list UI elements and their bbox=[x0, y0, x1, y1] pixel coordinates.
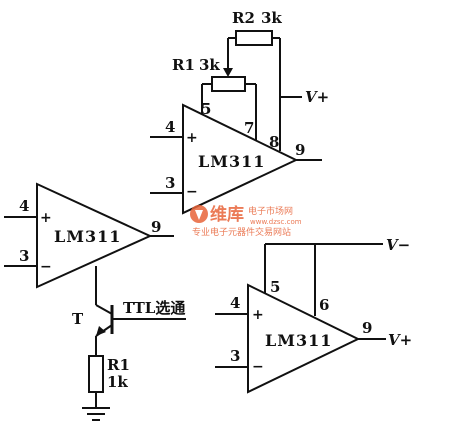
r1-bottom-body bbox=[88, 355, 104, 393]
amp-right-pin-6: 6 bbox=[319, 296, 329, 314]
r1-top-body bbox=[211, 76, 246, 92]
watermark-logo: 维库 电子市场网 www.dzsc.com 专业电子元器件交易网站 bbox=[190, 204, 302, 238]
r1-bottom-value: 1k bbox=[107, 373, 128, 391]
watermark-slogan: 专业电子元器件交易网站 bbox=[192, 226, 291, 238]
amp-right-pin-out: 9 bbox=[362, 319, 372, 337]
amp-right: + − LM311 4 3 5 6 9 bbox=[215, 243, 386, 394]
transistor-label: T bbox=[72, 310, 84, 328]
watermark-url: www.dzsc.com bbox=[250, 218, 302, 226]
amp-top-plus-sign: + bbox=[186, 130, 198, 146]
transistor-collector bbox=[95, 304, 113, 315]
amp-top-triangle bbox=[182, 103, 299, 215]
transistor-t: T bbox=[72, 266, 186, 356]
amp-right-label: LM311 bbox=[265, 331, 332, 350]
amp-right-pin-minus: 3 bbox=[230, 347, 240, 365]
amp-top-minus-sign: − bbox=[186, 184, 198, 200]
amp-top-pin-5: 5 bbox=[201, 100, 211, 118]
amp-left-plus-sign: + bbox=[40, 210, 52, 226]
amp-top: + − LM311 4 3 5 7 8 9 bbox=[150, 38, 322, 215]
r2-name: R2 bbox=[232, 9, 255, 27]
r1-top-wiper-arrow bbox=[223, 68, 233, 77]
ground-symbol bbox=[82, 407, 110, 421]
resistor-r2: R2 3k bbox=[228, 9, 282, 46]
amp-left-minus-sign: − bbox=[40, 259, 52, 275]
amp-right-pin-5: 5 bbox=[270, 278, 280, 296]
amp-left-pin-minus: 3 bbox=[19, 247, 29, 265]
watermark-logo-mark bbox=[195, 210, 203, 220]
r2-value: 3k bbox=[261, 9, 282, 27]
label-vminus: V− bbox=[386, 236, 410, 254]
amp-right-triangle bbox=[247, 283, 361, 394]
label-ttl: TTL选通 bbox=[123, 299, 185, 317]
amp-top-label: LM311 bbox=[198, 152, 265, 171]
amp-left-label: LM311 bbox=[54, 227, 121, 246]
amp-top-pin-8: 8 bbox=[269, 133, 279, 151]
amp-left: + − LM311 4 3 9 bbox=[4, 182, 174, 289]
amp-left-pin-plus: 4 bbox=[19, 197, 29, 215]
label-vplus-top: V+ bbox=[305, 88, 329, 106]
amp-left-triangle bbox=[36, 182, 153, 289]
r1-bottom-name: R1 bbox=[107, 356, 130, 374]
transistor-emitter-arrow bbox=[96, 326, 106, 336]
amp-top-pin-7: 7 bbox=[244, 119, 254, 137]
r2-body bbox=[235, 30, 273, 46]
label-vplus-right: V+ bbox=[388, 331, 412, 349]
r1-top-name: R1 bbox=[172, 56, 195, 74]
resistor-r1-top: R1 3k bbox=[172, 38, 256, 92]
watermark-brand: 维库 bbox=[210, 204, 244, 225]
amp-top-pin-minus: 3 bbox=[165, 174, 175, 192]
amp-left-pin-out: 9 bbox=[151, 218, 161, 236]
r1-top-value: 3k bbox=[199, 56, 220, 74]
watermark-site: 电子市场网 bbox=[248, 205, 293, 217]
amp-right-pin-plus: 4 bbox=[230, 294, 240, 312]
amp-right-minus-sign: − bbox=[252, 359, 264, 375]
amp-right-plus-sign: + bbox=[252, 307, 264, 323]
resistor-r1-bottom: R1 1k bbox=[88, 355, 130, 408]
amp-top-pin-plus: 4 bbox=[165, 118, 175, 136]
amp-top-pin-out: 9 bbox=[295, 141, 305, 159]
